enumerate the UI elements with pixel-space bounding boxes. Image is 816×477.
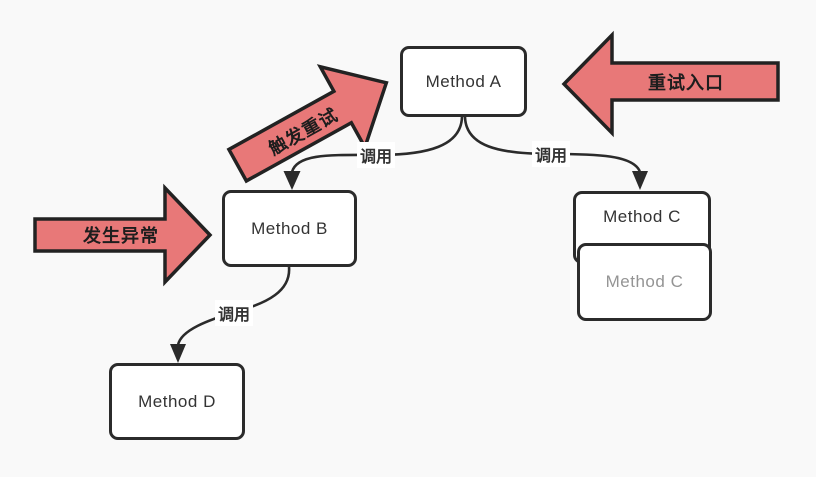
node-method-b: Method B (222, 190, 357, 267)
node-method-a: Method A (400, 46, 527, 117)
node-method-c-front: Method C (577, 243, 712, 321)
retry-entry-label: 重试入口 (648, 73, 724, 93)
trigger-retry-arrow-icon (226, 64, 389, 184)
edge-b-to-d-arrowhead-icon (170, 344, 186, 363)
node-method-a-label: Method A (425, 71, 502, 91)
retry-entry-arrow-icon (561, 30, 780, 138)
node-method-c-front-label: Method C (605, 272, 684, 291)
edge-label-call-a-c: 调用 (531, 141, 571, 167)
edge-a-to-c-arrowhead-icon (632, 171, 648, 190)
exception-label: 发生异常 (83, 226, 159, 246)
edge-a-to-b-arrowhead-icon (283, 171, 301, 190)
node-method-c-back-label: Method C (603, 207, 681, 226)
edge-label-call-b-d: 调用 (214, 300, 254, 326)
node-method-d-label: Method D (138, 391, 216, 411)
node-method-b-label: Method B (251, 218, 328, 238)
node-method-d: Method D (109, 363, 245, 440)
edge-label-call-a-b: 调用 (356, 142, 396, 168)
exception-arrow-icon (33, 183, 213, 287)
